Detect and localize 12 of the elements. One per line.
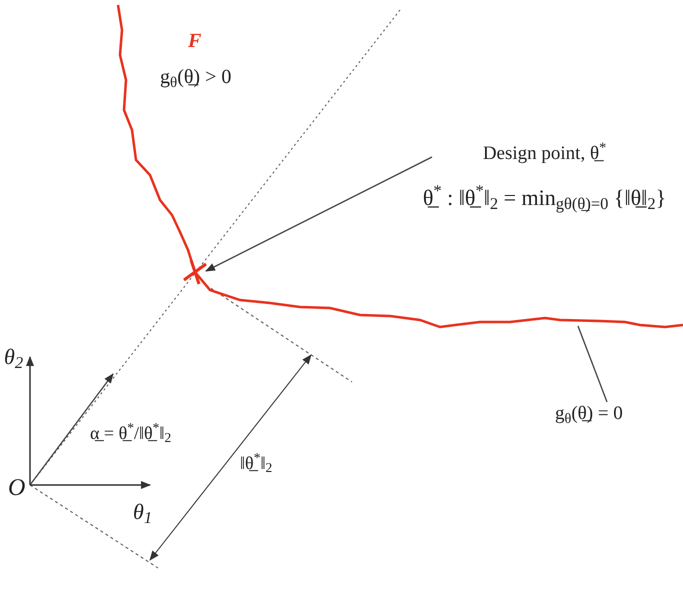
leader-line	[577, 326, 608, 402]
annotation-heading: Design point, θ̲$^{*}$	[482, 140, 606, 166]
curve-label: g$_{θ}$(θ̲) = 0	[555, 402, 623, 428]
axis-label: θ$_{2}$	[4, 343, 24, 373]
arrow	[29, 373, 114, 486]
axis-label: θ$_{1}$	[133, 498, 152, 528]
arrow	[205, 156, 432, 272]
origin-label: O	[8, 474, 26, 503]
formula: θ̲$^{*}$ : ‖θ̲$^{*}$‖$_{2}$ = min$_{gθ(θ̲)=0}$ {‖θ̲‖$_{2}$}	[422, 180, 666, 214]
region-label: F	[188, 29, 202, 54]
dimension-label: ‖θ̲$^{*}$‖$_{2}$	[240, 450, 272, 477]
region-condition: g$_{θ}$(θ̲) > 0	[160, 65, 232, 92]
